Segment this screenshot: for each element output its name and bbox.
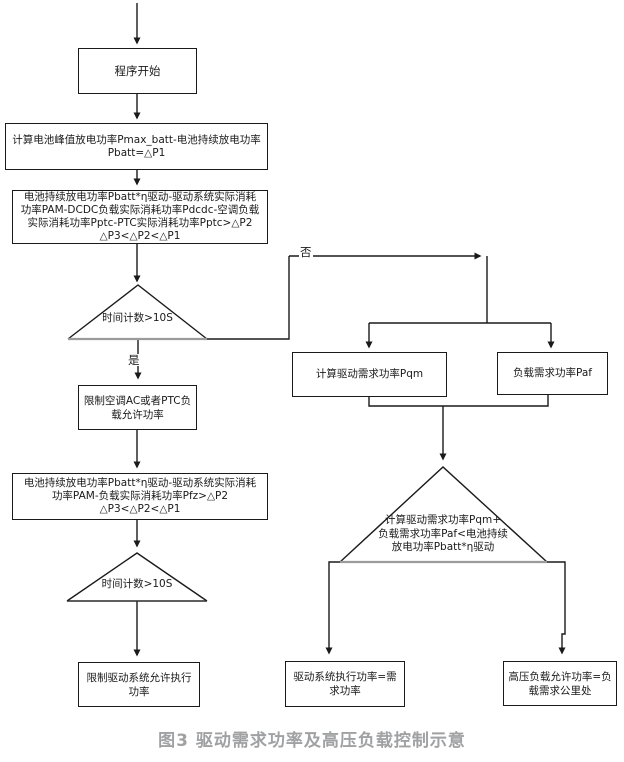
node-calc-peak: 计算电池峰值放电功率Pmax_batt-电池持续放电功率 Pbatt=△P1 xyxy=(5,123,268,170)
node-batt-check-load: 电池持续放电功率Pbatt*η驱动-驱动系统实际消耗 功率PAM-负载实际消耗功… xyxy=(12,473,268,520)
node-batt-check-full-label: 电池持续放电功率Pbatt*η驱动-驱动系统实际消耗 功率PAM-DCDC负载实… xyxy=(20,191,260,242)
node-load-paf: 负载需求功率Paf xyxy=(497,352,608,395)
node-limit-drive-label: 限制驱动系统允许执行 功率 xyxy=(86,671,192,698)
node-start-label: 程序开始 xyxy=(114,63,161,78)
node-limit-drive: 限制驱动系统允许执行 功率 xyxy=(78,662,200,707)
node-start: 程序开始 xyxy=(78,48,197,94)
node-drive-exec-label: 驱动系统执行功率=需 求功率 xyxy=(293,671,397,697)
edge-timer1-no-up xyxy=(207,256,290,340)
node-hv-load-allow: 高压负载允许功率=负 载需求公里处 xyxy=(503,661,617,706)
node-limit-ac-ptc-label: 限制空调AC或者PTC负 载允许功率 xyxy=(83,394,192,421)
node-timer-check-2-label: 时间计数>10S xyxy=(101,578,173,590)
edge-label-no: 否 xyxy=(299,245,313,259)
node-calc-peak-label: 计算电池峰值放电功率Pmax_batt-电池持续放电功率 Pbatt=△P1 xyxy=(12,133,261,159)
node-drive-exec: 驱动系统执行功率=需 求功率 xyxy=(285,661,405,707)
node-power-compare-label: 计算驱动需求功率Pqm+ 负载需求功率Paf<电池持续 放电功率Pbatt*η驱… xyxy=(378,514,508,553)
node-calc-pqm: 计算驱动需求功率Pqm xyxy=(292,352,447,397)
node-batt-check-load-label: 电池持续放电功率Pbatt*η驱动-驱动系统实际消耗 功率PAM-负载实际消耗功… xyxy=(23,477,257,515)
edge-label-yes: 是 xyxy=(127,353,141,367)
node-calc-pqm-label: 计算驱动需求功率Pqm xyxy=(315,368,424,380)
node-timer-check-1-label: 时间计数>10S xyxy=(102,312,173,324)
triangle-compare-sides xyxy=(339,466,548,563)
node-hv-load-allow-label: 高压负载允许功率=负 载需求公里处 xyxy=(508,670,612,697)
node-load-paf-label: 负载需求功率Paf xyxy=(513,367,592,379)
node-batt-check-full: 电池持续放电功率Pbatt*η驱动-驱动系统实际消耗 功率PAM-DCDC负载实… xyxy=(12,190,268,244)
triangle1-sides xyxy=(67,284,208,340)
edge-compare-to-exec xyxy=(325,561,340,655)
node-limit-ac-ptc: 限制空调AC或者PTC负 载允许功率 xyxy=(78,385,197,430)
triangle2-sides xyxy=(66,552,208,602)
edge-compare-to-hv xyxy=(547,561,566,655)
figure-caption: 图3 驱动需求功率及高压负载控制示意 xyxy=(158,731,466,751)
edge-merge xyxy=(368,395,549,407)
